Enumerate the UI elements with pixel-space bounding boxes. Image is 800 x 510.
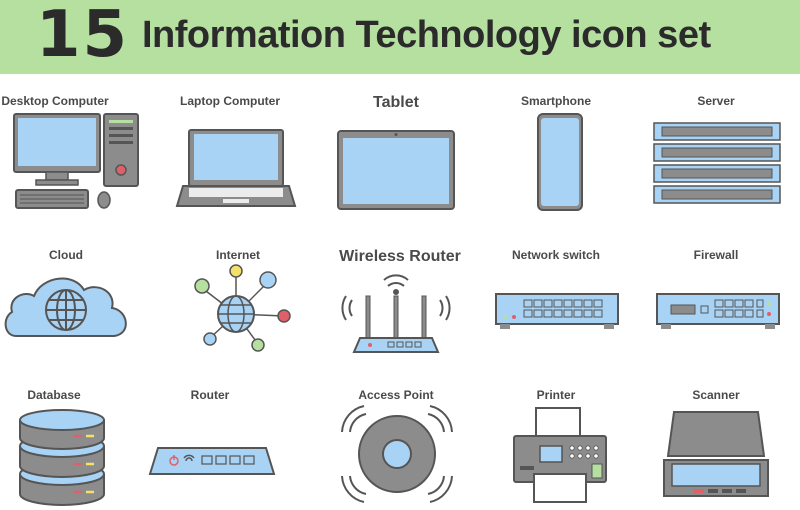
icon-label: Cloud: [49, 248, 83, 262]
icon-count: 15: [36, 0, 130, 72]
laptop-computer-icon: [175, 129, 297, 207]
icon-label: Wireless Router: [339, 248, 461, 265]
printer-icon: [513, 407, 607, 503]
page-title: Information Technology icon set: [142, 14, 711, 56]
icon-label: Smartphone: [520, 94, 591, 108]
icon-label: Laptop Computer: [180, 94, 280, 108]
server-icon: [653, 122, 781, 204]
wireless-router-icon: [341, 274, 451, 353]
router-icon: [148, 447, 276, 475]
icon-label: Router: [190, 388, 230, 402]
database-icon: [19, 409, 105, 506]
icon-label: Database: [27, 388, 81, 402]
icon-label: Internet: [215, 248, 260, 262]
title-banner: 15 Information Technology icon set: [0, 0, 800, 74]
icon-label: Printer: [536, 388, 576, 402]
firewall-icon: [656, 293, 780, 329]
smartphone-icon: [537, 113, 583, 211]
access-point-icon: [341, 405, 453, 503]
icon-label: Access Point: [358, 388, 434, 402]
icon-label: Tablet: [373, 94, 419, 111]
network-switch-icon: [495, 293, 619, 329]
scanner-icon: [663, 411, 769, 497]
internet-icon: [194, 264, 291, 352]
desktop-computer-icon: [13, 113, 139, 209]
icon-label: Scanner: [692, 388, 740, 402]
icon-label: Desktop Computer: [1, 94, 109, 108]
cloud-icon: [4, 277, 127, 337]
icon-label: Server: [697, 94, 735, 108]
icon-label: Firewall: [693, 248, 739, 262]
icon-label: Network switch: [511, 248, 601, 262]
tablet-icon: [337, 130, 455, 210]
